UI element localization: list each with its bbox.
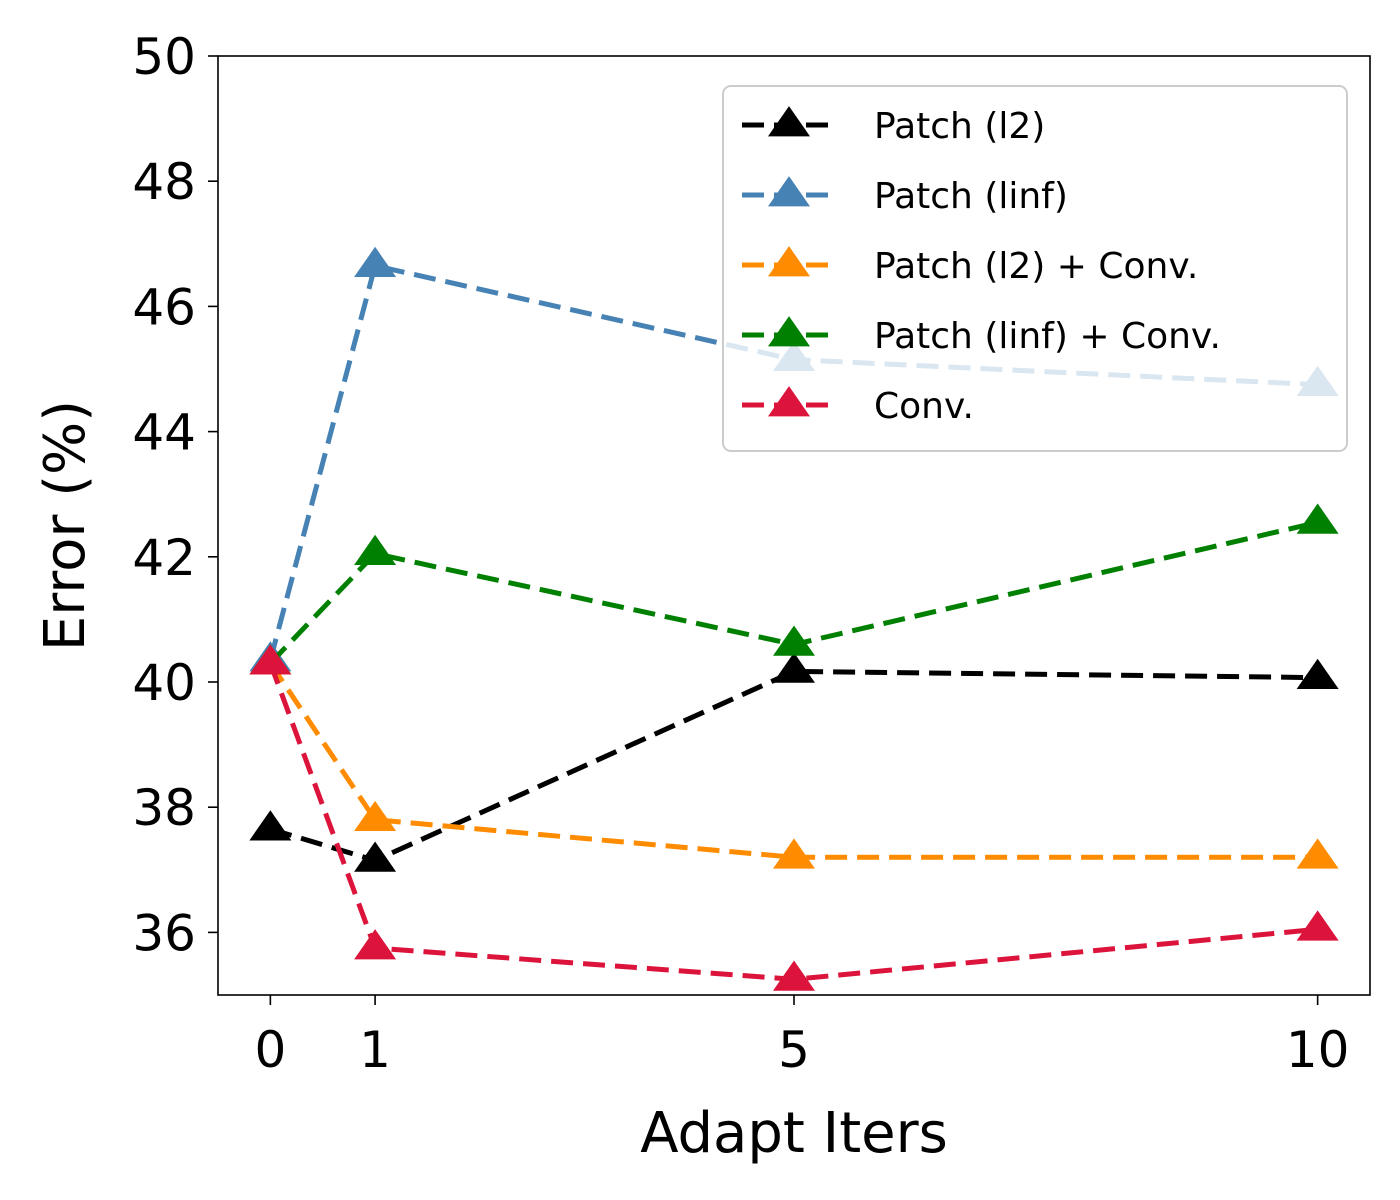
- data-point: [249, 644, 292, 675]
- x-tick-label: 5: [778, 1021, 810, 1079]
- data-point: [1296, 658, 1339, 689]
- data-point: [773, 625, 815, 656]
- y-tick-label: 42: [132, 529, 196, 587]
- series-patch-linf-conv: [249, 503, 1339, 675]
- data-point: [1296, 503, 1339, 534]
- legend-label: Patch (l2): [874, 106, 1045, 147]
- legend-box: [722, 85, 1348, 452]
- legend-item: Patch (l2) + Conv.: [742, 246, 1198, 287]
- legend-item: Patch (linf) + Conv.: [742, 316, 1221, 357]
- legend-label: Patch (linf) + Conv.: [874, 316, 1221, 357]
- legend: Patch (l2) Patch (linf) Patch (l2) + Conv.…: [722, 85, 1348, 452]
- axes-layer: 36 38 40 42 44 46 48 50 0 1 5 10: [132, 28, 1349, 1079]
- y-tick-label: 40: [132, 654, 196, 712]
- y-tick-label: 50: [132, 28, 196, 86]
- data-point: [249, 810, 292, 841]
- y-tick-label: 46: [132, 278, 196, 336]
- series-line: [268, 662, 1318, 982]
- data-point: [354, 246, 397, 278]
- legend-marker: [768, 386, 810, 417]
- data-point: [1296, 910, 1339, 941]
- y-axis-label: Error (%): [33, 400, 98, 651]
- legend-marker: [768, 316, 810, 347]
- series-conv: [249, 644, 1339, 991]
- y-tick-label: 38: [132, 779, 196, 837]
- series-line: [269, 668, 1318, 863]
- legend-label: Patch (l2) + Conv.: [874, 246, 1198, 287]
- series-line: [268, 661, 1318, 860]
- legend-item: Patch (l2): [742, 106, 1045, 147]
- x-tick-label: 0: [254, 1021, 286, 1079]
- legend-item: Conv.: [742, 386, 974, 427]
- x-axis-label: Adapt Iters: [640, 1101, 948, 1166]
- legend-label: Patch (linf): [874, 176, 1068, 217]
- data-point: [354, 800, 397, 832]
- data-point: [773, 960, 815, 991]
- x-tick-label: 10: [1286, 1021, 1350, 1079]
- legend-marker: [768, 176, 810, 207]
- y-tick-label: 44: [132, 404, 196, 462]
- data-point: [354, 841, 397, 872]
- y-tick-label: 36: [132, 904, 196, 962]
- legend-item: Patch (linf): [742, 176, 1068, 217]
- legend-label: Conv.: [874, 386, 974, 427]
- legend-marker: [768, 106, 810, 137]
- data-point: [354, 929, 397, 960]
- data-point: [773, 838, 815, 869]
- series-patch-l2: [249, 652, 1339, 872]
- data-point: [354, 534, 397, 566]
- series-line: [268, 519, 1319, 665]
- data-point: [1296, 838, 1339, 869]
- x-tick-label: 1: [359, 1021, 391, 1079]
- y-tick-label: 48: [132, 153, 196, 211]
- legend-marker: [768, 246, 810, 277]
- data-point: [773, 652, 815, 683]
